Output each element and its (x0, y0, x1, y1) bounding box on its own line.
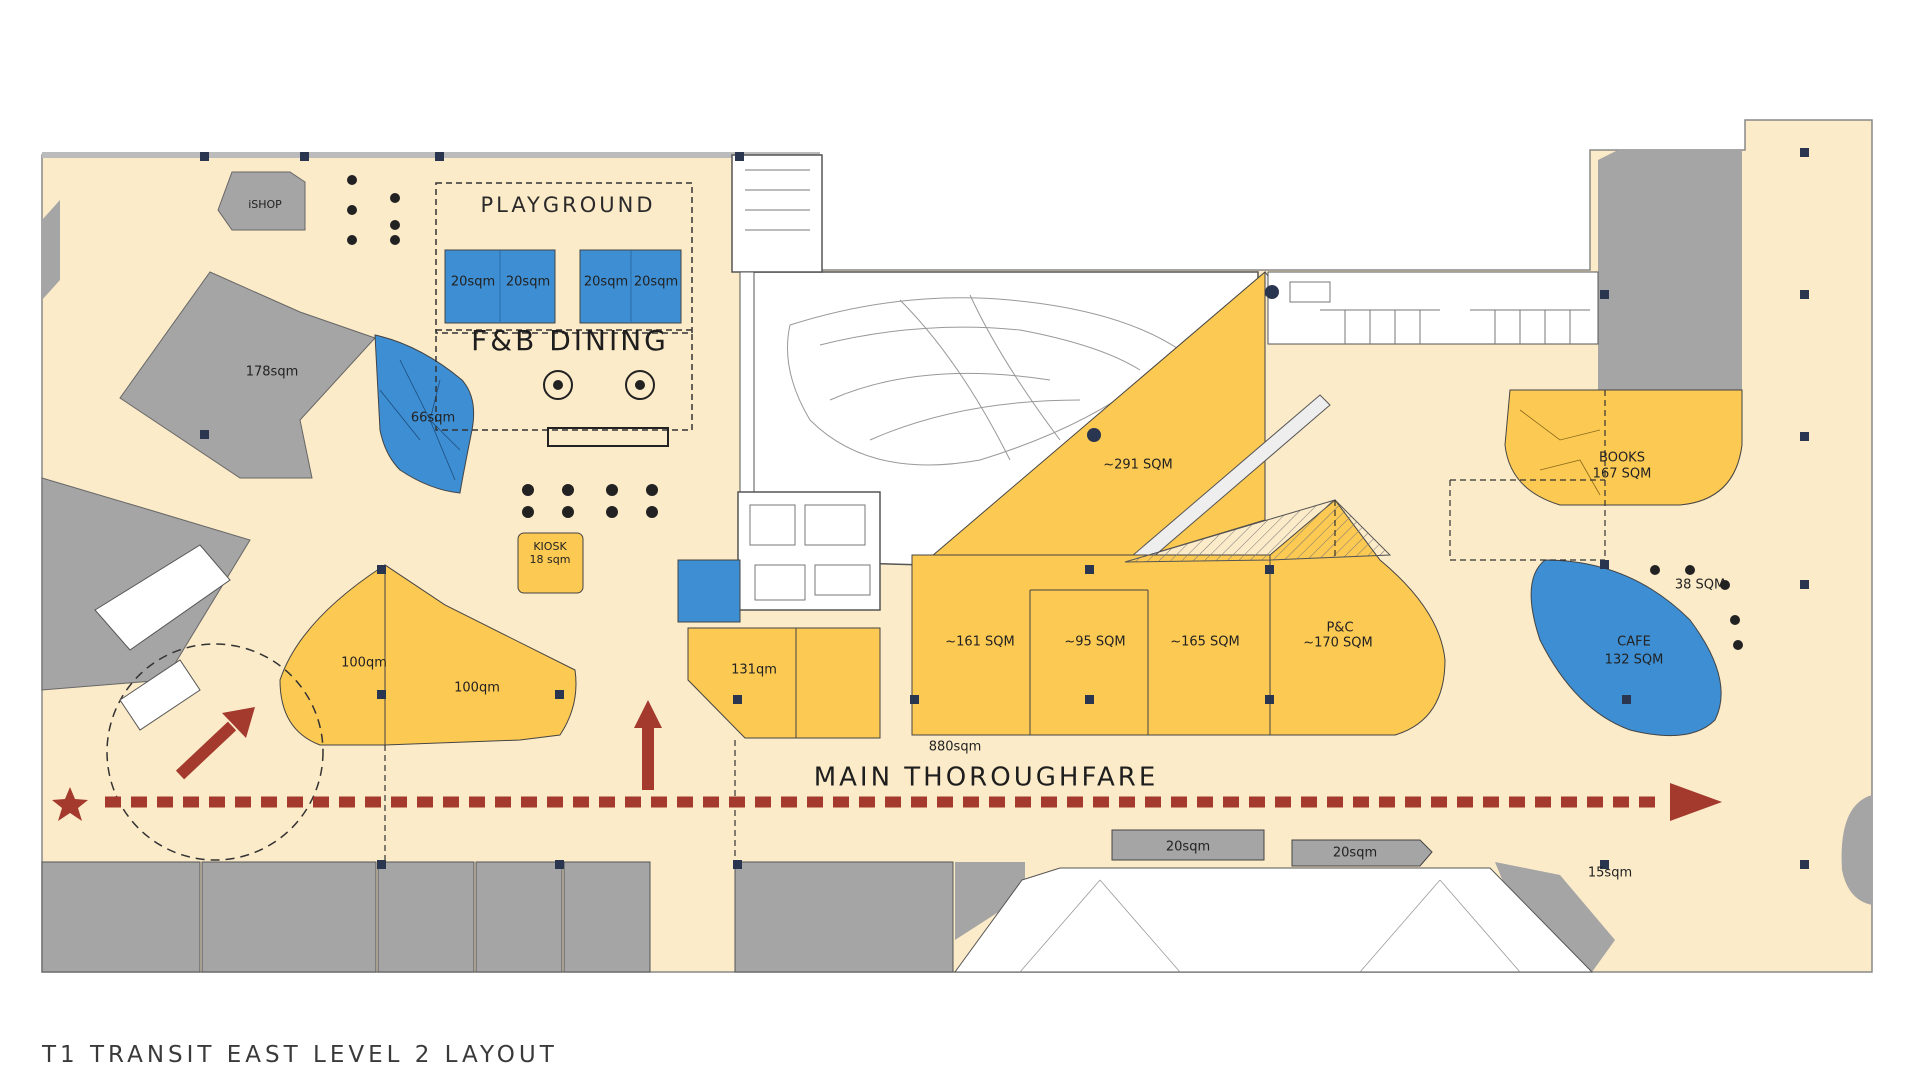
unit-100qm-b[interactable] (384, 564, 577, 746)
existing-store-right-edge (1841, 795, 1872, 905)
seating-38-label: 38 SQM (1675, 578, 1725, 593)
unit-131-label: 131qm (731, 663, 777, 678)
dining-tables (347, 175, 669, 518)
route-start-star (52, 787, 88, 821)
existing-store-ishop (217, 171, 306, 231)
books-hatch (1519, 409, 1601, 496)
playground-label: PLAYGROUND (480, 193, 655, 217)
seating-38sqm (1650, 565, 1743, 650)
pc-hatch (1124, 499, 1392, 563)
unit-291-label: ~291 SQM (1103, 458, 1173, 473)
unit-66sqm[interactable] (374, 334, 475, 494)
route-arrow-up (634, 700, 662, 790)
left-stair (94, 544, 231, 731)
kiosk-20sqm-a[interactable] (1111, 829, 1265, 861)
top-wall (42, 152, 820, 158)
unit-95-label: ~95 SQM (1064, 635, 1125, 650)
fnb-dining-boundary (435, 329, 693, 431)
existing-store-left (42, 200, 60, 300)
fnb-dining-label: F&B DINING (471, 324, 669, 357)
play-pad-1b-label: 20sqm (506, 275, 550, 290)
existing-store-178 (119, 271, 376, 479)
kiosk-label: KIOSK (533, 540, 567, 553)
unit-66sqm-hatch (379, 359, 461, 481)
kiosk-20sqm-b[interactable] (1291, 839, 1433, 867)
stair-core-lines (745, 169, 810, 231)
unit-66-label: 66sqm (411, 411, 455, 426)
page-title: T1 TRANSIT EAST LEVEL 2 LAYOUT (42, 1042, 558, 1068)
column-markers (200, 148, 1809, 869)
kiosk-unit[interactable] (517, 532, 584, 594)
main-thoroughfare-label: MAIN THOROUGHFARE (814, 763, 1159, 793)
service-block-lines (749, 504, 871, 601)
existing-store-books-top (1598, 150, 1742, 390)
route-arrow-diagonal (175, 707, 255, 780)
unit-pc-name-label: P&C (1326, 621, 1353, 636)
play-pad-2b-label: 20sqm (634, 275, 678, 290)
playground-boundary (435, 182, 693, 334)
unit-pc-area-label: ~170 SQM (1303, 636, 1373, 651)
unit-131qm-blue[interactable] (677, 559, 741, 623)
restrooms-core (1267, 271, 1599, 345)
books-name-label: BOOKS (1599, 451, 1645, 466)
unit-pc[interactable] (1269, 499, 1446, 736)
kiosk-area-label: 18 sqm (530, 553, 571, 566)
stair-zone-circle (106, 643, 324, 861)
restroom-stalls (1289, 281, 1590, 344)
unit-178-label: 178sqm (246, 365, 299, 380)
unit-880-label: 880sqm (929, 740, 982, 755)
stair-core (731, 154, 823, 273)
unit-100a-label: 100qm (341, 656, 387, 671)
unit-100b-label: 100qm (454, 681, 500, 696)
unit-161-label: ~161 SQM (945, 635, 1015, 650)
play-pad-2a-label: 20sqm (584, 275, 628, 290)
play-pad-1a-label: 20sqm (451, 275, 495, 290)
unit-row-dividers (1029, 589, 1149, 735)
unit-cafe[interactable] (1530, 559, 1722, 737)
bottom-store-row (41, 861, 1615, 973)
cafe-area-label: 132 SQM (1605, 653, 1664, 668)
kiosk-20a-label: 20sqm (1166, 840, 1210, 855)
unit-15-label: 15sqm (1588, 866, 1632, 881)
unit-books[interactable] (1504, 389, 1743, 506)
kiosk-20b-label: 20sqm (1333, 846, 1377, 861)
cafe-name-label: CAFE (1617, 635, 1651, 650)
gate-area-outline (954, 867, 1594, 973)
service-block (737, 491, 881, 611)
route-arrow-head (1670, 783, 1722, 821)
books-area-label: 167 SQM (1593, 467, 1652, 482)
gate-area-linework (1019, 879, 1521, 973)
unit-165-label: ~165 SQM (1170, 635, 1240, 650)
ishop-label: iSHOP (248, 198, 282, 211)
unit-131qm[interactable] (687, 627, 881, 739)
